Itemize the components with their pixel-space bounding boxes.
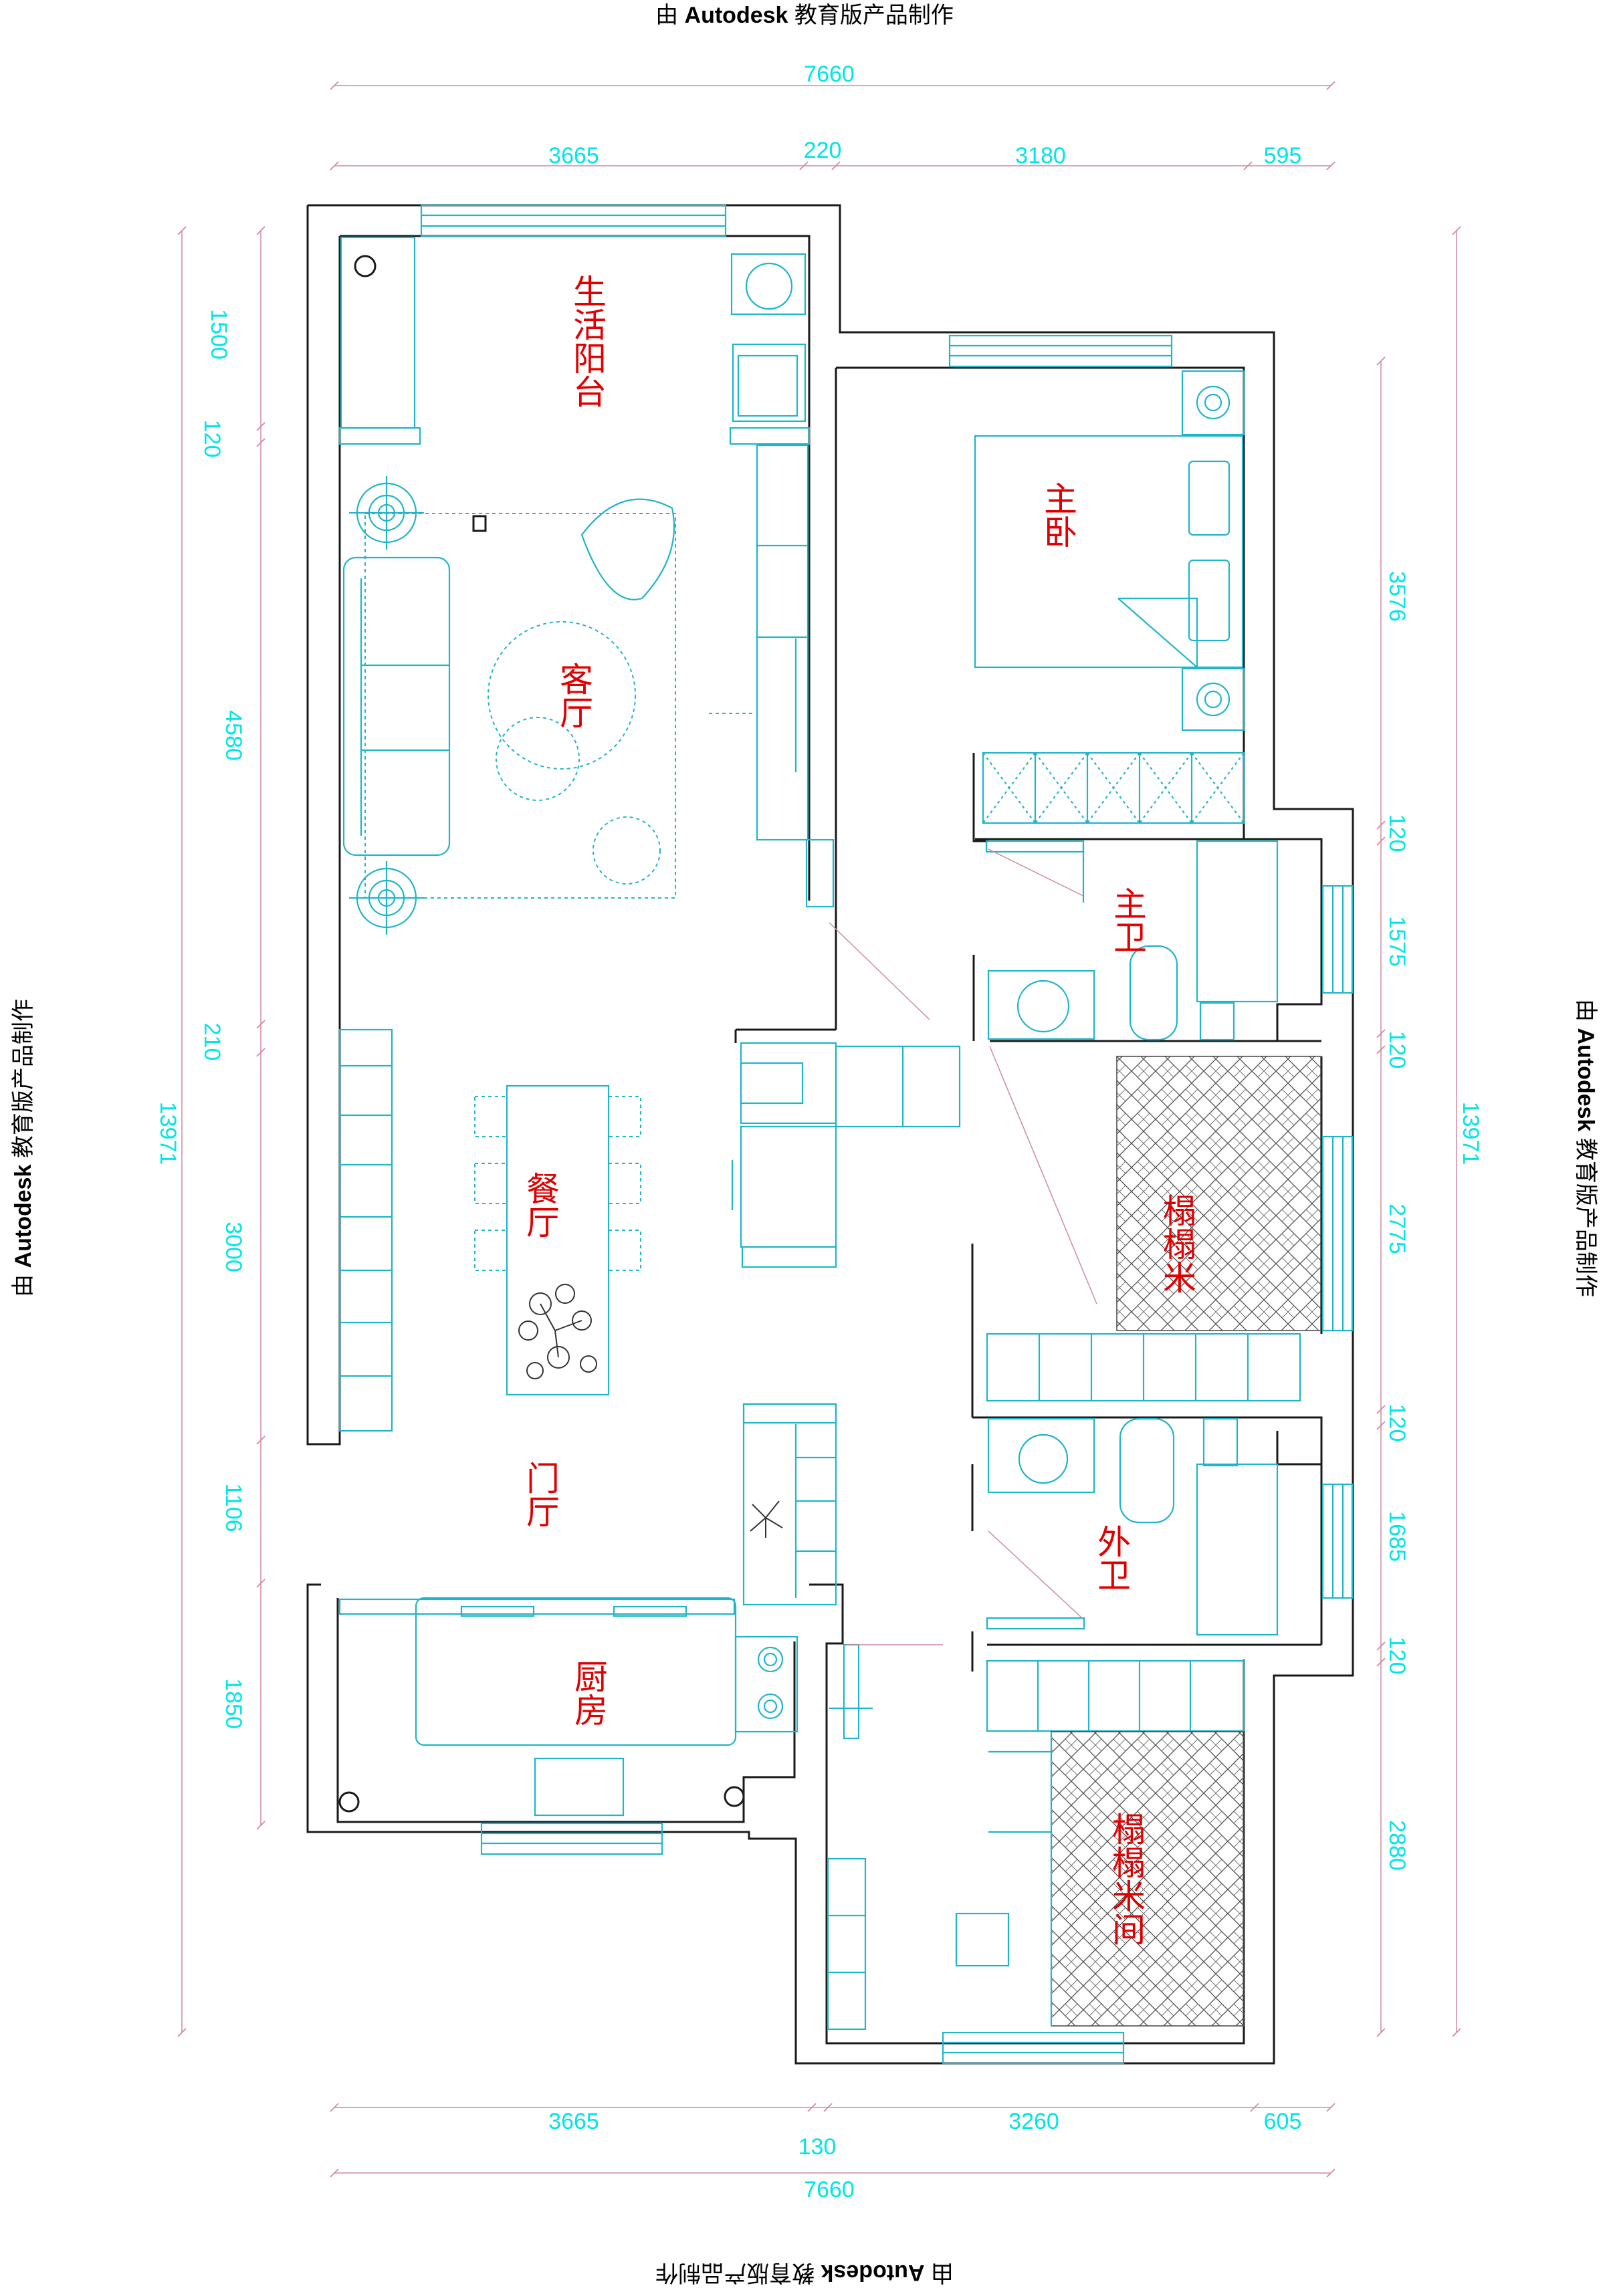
dim-right-seg-5: 2775 <box>1384 1203 1410 1254</box>
plant-icon <box>750 1500 783 1538</box>
room-label-master-bedroom: 主卧 <box>1039 481 1077 548</box>
room-label-living: 客厅 <box>555 662 593 729</box>
room-label-balcony: 生活阳台 <box>568 274 606 408</box>
watermark-bottom: 由 Autodesk 教育版产品制作 <box>655 2260 954 2285</box>
watermark-left: 由 Autodesk 教育版产品制作 <box>11 999 36 1297</box>
dim-top-seg-1: 3665 <box>548 143 599 168</box>
dim-right-total: 13971 <box>1458 1102 1483 1165</box>
dim-left-total: 13971 <box>155 1102 181 1165</box>
dim-bottom-total: 7660 <box>804 2177 855 2202</box>
room-label-foyer: 门厅 <box>522 1461 559 1528</box>
dim-top-seg-4: 595 <box>1264 143 1302 168</box>
dimension-labels: 7660 3665 220 3180 595 3665 3260 605 130… <box>155 62 1483 2202</box>
dim-right-seg-6: 120 <box>1384 1404 1410 1442</box>
dim-top-seg-2: 220 <box>804 138 842 163</box>
svg-text:由 Autodesk 教育版产品制作: 由 Autodesk 教育版产品制作 <box>655 3 954 28</box>
room-label-kitchen: 厨房 <box>570 1659 607 1726</box>
svg-text:生活阳台: 生活阳台 <box>568 274 606 408</box>
dim-left-seg-1: 1500 <box>206 309 231 360</box>
dim-left-seg-5: 3000 <box>221 1222 246 1272</box>
dim-left-seg-2: 120 <box>199 420 225 458</box>
dim-bottom-seg-3: 605 <box>1264 2109 1302 2134</box>
room-label-tatami: 榻榻米 <box>1158 1193 1196 1294</box>
dim-right-seg-1: 3576 <box>1384 571 1410 622</box>
watermark-top: 由 Autodesk 教育版产品制作 <box>655 3 954 28</box>
windows <box>420 204 1354 2065</box>
dim-right-seg-8: 120 <box>1384 1637 1410 1675</box>
master-bedroom-furniture <box>974 370 1245 824</box>
floor-lamp-icon <box>349 861 424 935</box>
balcony-fixtures <box>338 236 811 445</box>
room-label-dining: 餐厅 <box>522 1171 559 1238</box>
dim-right-seg-7: 1685 <box>1384 1511 1410 1562</box>
living-furniture <box>342 444 835 935</box>
guest-bath-fixtures <box>986 1417 1279 1636</box>
room-label-tatami-room: 榻榻米间 <box>1107 1812 1145 1946</box>
lamp-icon <box>1196 385 1230 420</box>
svg-text:由 Autodesk 教育版产品制作: 由 Autodesk 教育版产品制作 <box>1573 999 1598 1297</box>
master-bath-fixtures <box>985 840 1279 1041</box>
tatami-room-2 <box>827 1659 1245 2031</box>
dim-top-seg-3: 3180 <box>1015 143 1066 168</box>
floor-lamp-icon <box>349 476 424 550</box>
lamp-icon <box>1196 682 1230 717</box>
dining-furniture <box>338 922 961 1432</box>
dim-left-seg-4: 210 <box>199 1023 225 1061</box>
watermark-right: 由 Autodesk 教育版产品制作 <box>1573 999 1598 1297</box>
svg-text:由 Autodesk 教育版产品制作: 由 Autodesk 教育版产品制作 <box>11 999 36 1297</box>
plant-icon <box>518 1284 597 1379</box>
room-label-master-bath: 主卫 <box>1109 887 1146 953</box>
outer-wall <box>306 204 1354 2065</box>
dim-left-seg-3: 4580 <box>221 710 246 761</box>
dim-bottom-seg-2: 3260 <box>1008 2109 1059 2134</box>
dim-right-seg-9: 2880 <box>1384 1820 1410 1871</box>
dim-bottom-small: 130 <box>798 2134 837 2160</box>
dim-right-seg-3: 1575 <box>1384 916 1410 967</box>
svg-text:由 Autodesk 教育版产品制作: 由 Autodesk 教育版产品制作 <box>655 2260 954 2285</box>
dim-left-seg-7: 1850 <box>221 1678 246 1729</box>
tatami-room-1 <box>986 1046 1321 1402</box>
room-labels: 生活阳台 客厅 餐厅 门厅 厨房 主卧 主卫 榻榻米 外卫 榻榻米间 <box>522 274 1196 1946</box>
dim-right-seg-2: 120 <box>1384 814 1410 852</box>
dim-right-seg-4: 120 <box>1384 1031 1410 1069</box>
burner-icon <box>757 1646 784 1720</box>
foyer-kitchen-fixtures <box>338 1403 943 1817</box>
dim-left-seg-6: 1106 <box>221 1483 246 1532</box>
room-label-guest-bath: 外卫 <box>1093 1524 1130 1591</box>
dimension-lines <box>177 81 1461 2178</box>
dim-bottom-seg-1: 3665 <box>548 2109 599 2134</box>
dim-top-total: 7660 <box>804 62 855 87</box>
